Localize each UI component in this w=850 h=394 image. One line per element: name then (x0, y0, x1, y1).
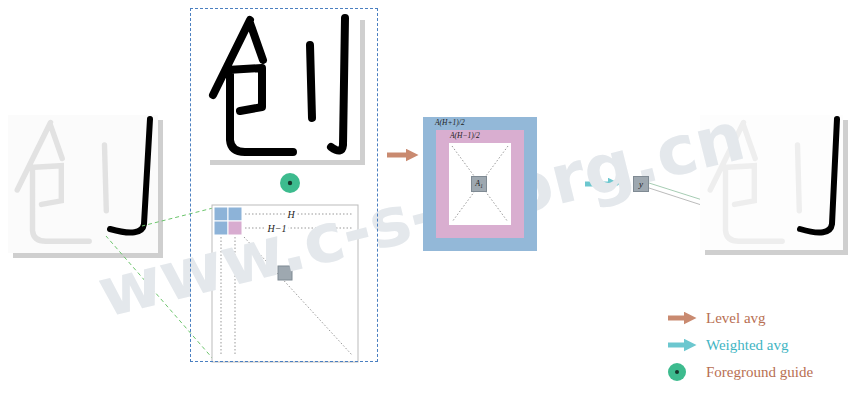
matrix-cell (214, 207, 228, 221)
node-label: y (639, 180, 643, 189)
faint-character (17, 123, 106, 242)
legend-dot (675, 370, 679, 374)
output-cell-box: y (633, 176, 649, 192)
faint-strokes (17, 123, 106, 242)
center-cell-box: A₁ (471, 176, 487, 192)
bold-stroke (110, 119, 150, 233)
character-strokes (213, 18, 345, 152)
flow-arrow (387, 153, 412, 158)
binary-image (205, 15, 365, 165)
legend-text: Weighted avg (706, 338, 789, 353)
bold-stroke (800, 119, 837, 233)
dotted-line (452, 146, 508, 222)
legend-arrow (668, 316, 690, 321)
node-label: A₁ (475, 180, 483, 188)
node-label: A(H−1)/2 (450, 132, 480, 140)
input-image (8, 115, 163, 258)
image-ground (205, 15, 360, 160)
node-label: A(H+1)/2 (435, 119, 465, 127)
dashed-group-box: H H−1 (190, 8, 378, 362)
legend-symbol (668, 363, 686, 381)
middle-level-square: A(H−1)/2A₁ (436, 130, 524, 238)
dotted-line (452, 146, 508, 222)
node-label: H (285, 210, 296, 220)
leader-line (142, 208, 213, 226)
legend-text: Foreground guide (706, 365, 813, 380)
node-label: H−1 (266, 224, 289, 234)
strokes (213, 18, 345, 152)
legend-text: Level avg (706, 311, 766, 326)
guide-symbol (280, 173, 300, 193)
legend-arrow (668, 343, 690, 348)
guide-dot (288, 181, 292, 185)
image-ground (8, 115, 158, 253)
outer-level-square: A(H+1)/2A(H−1)/2A₁ (423, 117, 537, 251)
